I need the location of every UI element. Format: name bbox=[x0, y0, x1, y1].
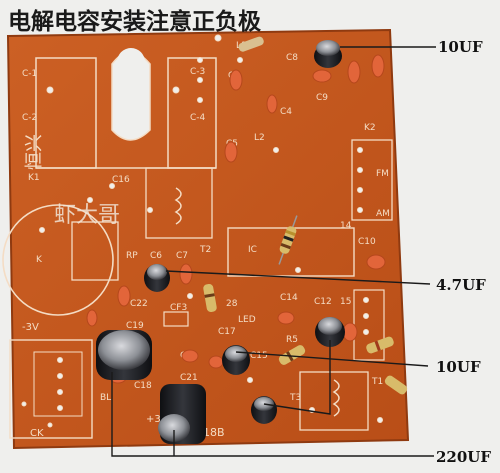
label-c9: C9 bbox=[316, 93, 328, 103]
label-c8: C8 bbox=[286, 53, 298, 63]
label-c15: C15 bbox=[250, 351, 268, 361]
electrolytic-capacitor-10uf-mid bbox=[222, 345, 250, 375]
label-k1: K1 bbox=[28, 173, 40, 183]
label-k: K bbox=[36, 255, 43, 265]
label-c14: C14 bbox=[280, 293, 298, 303]
page-title: 电解电容安装注意正负极 bbox=[8, 9, 261, 35]
label-15: 15 bbox=[340, 297, 351, 307]
label-c22: C22 bbox=[130, 299, 148, 309]
electrolytic-capacitor-4-7uf bbox=[144, 264, 170, 292]
transformer-t2-outline bbox=[145, 167, 213, 239]
label-t1: T1 bbox=[371, 377, 383, 387]
electrolytic-capacitor-c12 bbox=[315, 317, 345, 347]
label-minus3v: -3V bbox=[22, 322, 39, 333]
label-c16: C16 bbox=[112, 175, 130, 185]
board-brand: 恒兴 bbox=[24, 134, 45, 170]
label-t3: T3 bbox=[289, 393, 301, 403]
label-c3: C-3 bbox=[190, 67, 205, 77]
label-28: 28 bbox=[226, 299, 238, 309]
callout-220uf: 220UF bbox=[434, 448, 494, 466]
label-c7: C7 bbox=[176, 251, 188, 261]
label-c4b: C4 bbox=[280, 107, 292, 117]
label-plus3v: +3V bbox=[146, 414, 168, 425]
label-t2: T2 bbox=[199, 245, 211, 255]
label-c19: C19 bbox=[126, 321, 144, 331]
label-c2: C-2 bbox=[22, 113, 37, 123]
label-ck: CK bbox=[30, 428, 44, 439]
label-c12: C12 bbox=[314, 297, 332, 307]
resistors bbox=[203, 36, 408, 395]
label-am: AM bbox=[376, 209, 390, 219]
label-c21: C21 bbox=[180, 373, 198, 383]
watermark-text: 虾大哥 bbox=[54, 203, 120, 228]
label-ic: IC bbox=[248, 245, 257, 255]
label-cf3: CF3 bbox=[170, 303, 187, 313]
ceramic-filter-cf3 bbox=[163, 311, 189, 327]
label-l2: L2 bbox=[254, 133, 265, 143]
label-bl: BL bbox=[100, 393, 111, 403]
leader-lines bbox=[111, 46, 436, 457]
electrolytic-capacitor-220uf bbox=[158, 384, 206, 444]
label-c17: C17 bbox=[218, 327, 236, 337]
transformer-t3-outline bbox=[299, 371, 369, 431]
electrolytic-capacitor-t3 bbox=[251, 396, 277, 424]
electrolytic-capacitor-10uf-top bbox=[314, 40, 342, 68]
label-c1: C-1 bbox=[22, 69, 37, 79]
label-fm: FM bbox=[376, 169, 389, 179]
callout-10uf-mid: 10UF bbox=[434, 358, 483, 376]
callout-10uf-top: 10UF bbox=[436, 38, 485, 56]
ck-connector-outline bbox=[9, 339, 93, 439]
label-14: 14 bbox=[340, 221, 352, 231]
volume-pot-outline bbox=[2, 204, 114, 316]
callout-4-7uf: 4.7UF bbox=[434, 276, 488, 294]
electrolytic-capacitor-c19 bbox=[96, 330, 152, 380]
label-c6: C6 bbox=[150, 251, 162, 261]
label-k2: K2 bbox=[364, 123, 376, 133]
label-led: LED bbox=[238, 315, 256, 325]
label-c18: C18 bbox=[134, 381, 152, 391]
switch-k2-outline bbox=[351, 139, 393, 221]
pcb-board bbox=[6, 28, 410, 450]
label-c4: C-4 bbox=[190, 113, 206, 123]
label-r5: R5 bbox=[286, 335, 298, 345]
label-c10: C10 bbox=[358, 237, 376, 247]
label-rp: RP bbox=[126, 251, 138, 261]
